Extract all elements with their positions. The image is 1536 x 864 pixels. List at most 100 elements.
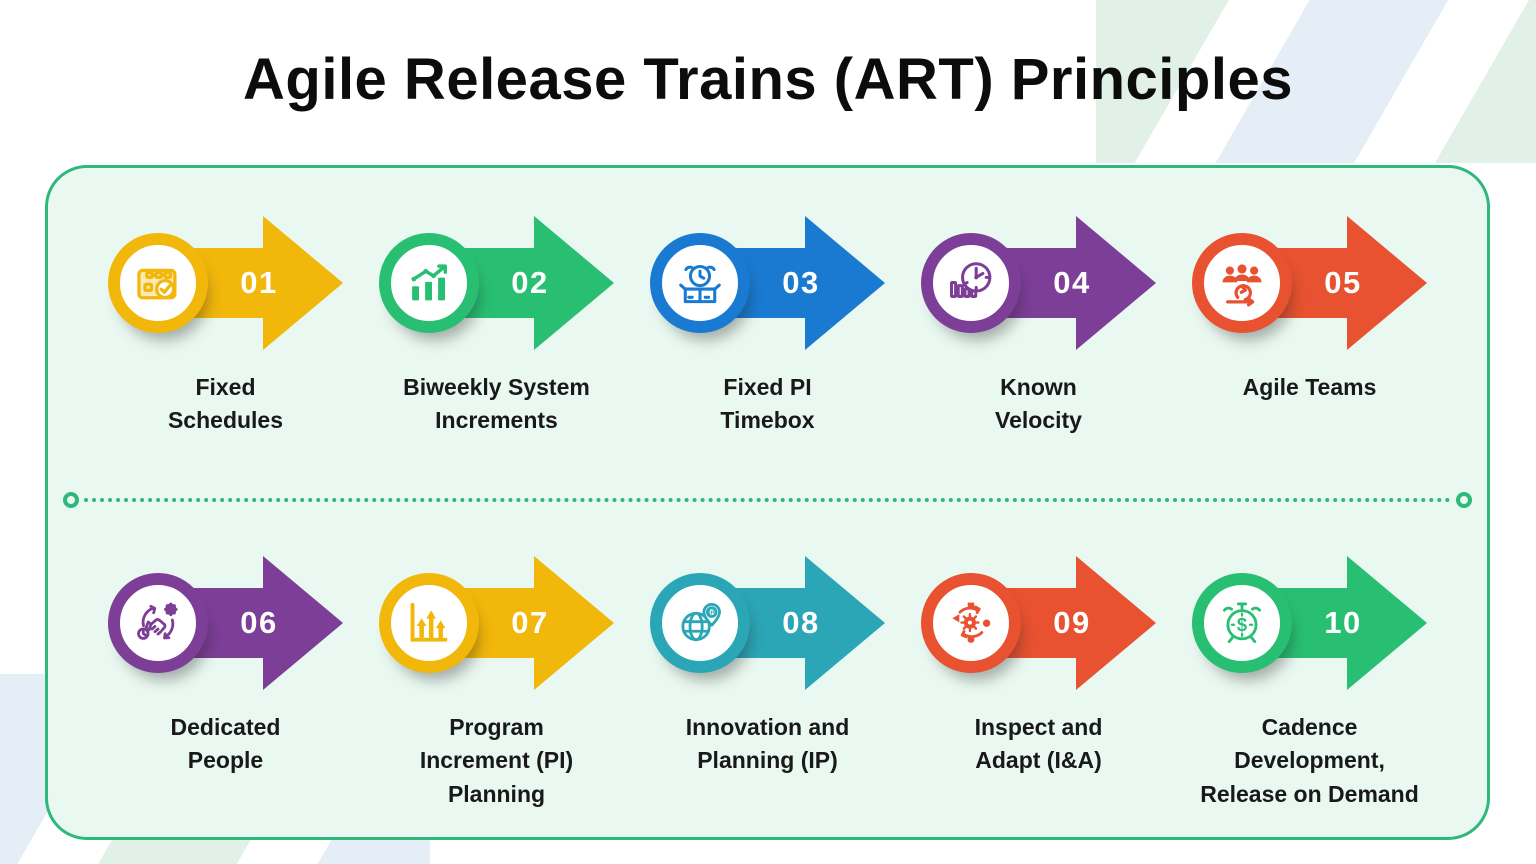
principle-label-line: Schedules xyxy=(167,407,284,434)
principle-arrow: 07 xyxy=(379,548,614,698)
principle-label-line: Biweekly System xyxy=(403,374,590,400)
principle-arrow: 02 xyxy=(379,208,614,358)
principle-label-line: Timebox xyxy=(720,407,815,434)
dollar-alarm-clock-icon: $ xyxy=(1223,602,1261,644)
principle-badge: $ xyxy=(1192,573,1292,673)
principle-badge: IP xyxy=(650,573,750,673)
principle-label-line: Agile Teams xyxy=(1242,374,1377,400)
principle-label-line: Fixed xyxy=(195,374,256,400)
principle-label-line: Velocity xyxy=(995,407,1082,434)
principle-badge xyxy=(379,573,479,673)
principle-number: 03 xyxy=(782,265,820,300)
principle-badge xyxy=(108,233,208,333)
principle-arrow: 05 xyxy=(1192,208,1427,358)
principle-arrow: $ 10 xyxy=(1192,548,1427,698)
divider-dotted-line xyxy=(84,498,1451,502)
principle-label-line: Fixed PI xyxy=(723,374,812,400)
arrow-head xyxy=(263,216,343,350)
principle-number: 09 xyxy=(1053,605,1091,640)
calendar-check-icon xyxy=(137,268,177,300)
principle-arrow: 03 xyxy=(650,208,885,358)
handshake-cycle-icon xyxy=(137,602,178,640)
agile-team-icon xyxy=(1222,264,1262,307)
velocity-gauge-icon xyxy=(949,262,992,298)
principle-label-line: Dedicated xyxy=(170,714,281,740)
divider-ring-left xyxy=(63,492,79,508)
arrow-head xyxy=(805,216,885,350)
arrow-head xyxy=(1347,216,1427,350)
principle-badge xyxy=(650,233,750,333)
principle-badge xyxy=(108,573,208,673)
principle-label-line: Adapt (I&A) xyxy=(975,747,1102,774)
principle-arrow: 01 xyxy=(108,208,343,358)
page-title: Agile Release Trains (ART) Principles xyxy=(243,47,1293,112)
principle-number: 07 xyxy=(511,605,549,640)
principle-number: 08 xyxy=(782,605,820,640)
growth-chart-icon xyxy=(411,264,447,301)
principle-number: 10 xyxy=(1324,605,1362,640)
principle-label-line: Innovation and xyxy=(685,714,850,740)
svg-text:IP: IP xyxy=(709,610,715,616)
arrow-head xyxy=(805,556,885,690)
principle-number: 02 xyxy=(511,265,549,300)
principle-number: 01 xyxy=(240,265,278,300)
principle-arrow: 09 xyxy=(921,548,1156,698)
svg-text:$: $ xyxy=(1237,614,1247,635)
divider-ring-right xyxy=(1456,492,1472,508)
increment-arrows-chart-icon xyxy=(410,602,448,642)
principle-label-line: People xyxy=(187,747,264,774)
arrow-head xyxy=(1347,556,1427,690)
row-divider xyxy=(63,492,1472,508)
principle-label-line: Program xyxy=(449,714,544,740)
principle-label-line: Increment (PI) xyxy=(419,747,574,774)
principle-label-line: Known xyxy=(1000,374,1077,400)
arrow-head xyxy=(1076,216,1156,350)
globe-ip-pin-icon: IP xyxy=(681,602,721,642)
principle-label: Agile Teams xyxy=(1243,371,1377,404)
principle-item-05: 05 Agile Teams xyxy=(1174,208,1445,438)
principle-item-03: 03 Fixed PI Timebox xyxy=(632,208,903,438)
arrow-head xyxy=(263,556,343,690)
principle-label-line: Planning (IP) xyxy=(697,747,838,774)
principle-badge xyxy=(921,573,1021,673)
principle-label: Fixed PI Timebox xyxy=(720,371,814,438)
gear-cycle-icon xyxy=(952,602,991,643)
principle-label-line: Cadence xyxy=(1261,714,1358,740)
principle-label-line: Increments xyxy=(435,407,558,434)
arrow-head xyxy=(534,216,614,350)
principle-arrow: 06 xyxy=(108,548,343,698)
principle-badge xyxy=(1192,233,1292,333)
principle-number: 04 xyxy=(1053,265,1091,300)
principle-label-line: Development, xyxy=(1234,747,1385,774)
principle-badge xyxy=(379,233,479,333)
principle-arrow: 04 xyxy=(921,208,1156,358)
principle-label-line: Release on Demand xyxy=(1200,780,1419,807)
principle-label-line: Planning xyxy=(447,780,546,807)
arrow-head xyxy=(534,556,614,690)
principle-label-line: Inspect and xyxy=(974,714,1103,740)
principle-number: 05 xyxy=(1324,265,1362,300)
arrow-head xyxy=(1076,556,1156,690)
principle-arrow: IP 08 xyxy=(650,548,885,698)
principle-badge xyxy=(921,233,1021,333)
